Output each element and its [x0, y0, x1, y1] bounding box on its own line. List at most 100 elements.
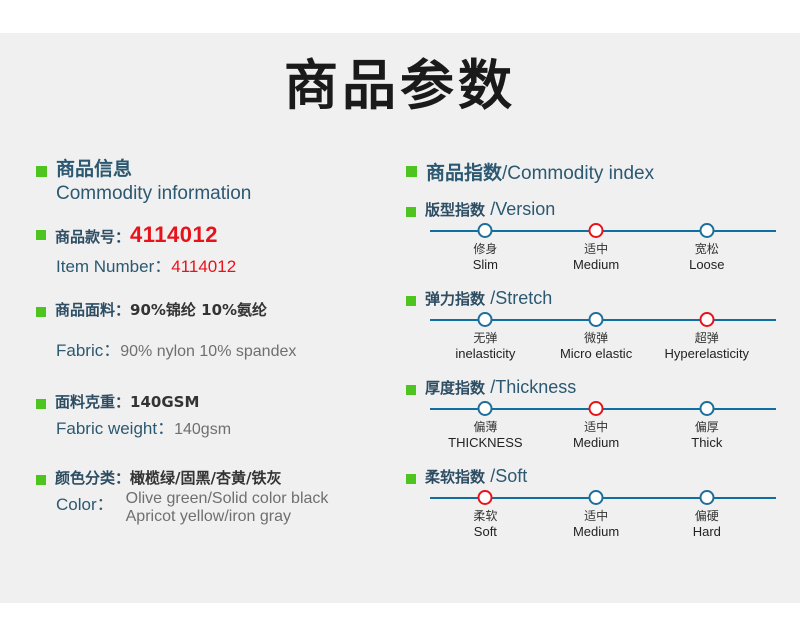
version-tick-0: 修身 Slim	[473, 242, 498, 273]
thickness-tick-0: 偏薄 THICKNESS	[448, 420, 522, 451]
commodity-information-heading: 商品信息 Commodity information	[36, 158, 396, 206]
soft-dot-0[interactable]	[477, 490, 493, 505]
tick-label-cn: 适中	[584, 509, 609, 523]
fabric-weight-value-cn: 140GSM	[130, 393, 200, 412]
thickness-dot-0[interactable]	[477, 401, 493, 416]
index-name-en: /Thickness	[490, 377, 577, 397]
thickness-scale[interactable]	[430, 398, 776, 420]
tick-label-en: inelasticity	[455, 346, 516, 361]
version-dot-0[interactable]	[477, 223, 493, 238]
tick-label-en: Hard	[692, 524, 721, 539]
fabric-value-cn: 90%锦纶 10%氨纶	[130, 301, 268, 320]
fabric-weight-label-cn: 面料克重：	[55, 393, 131, 412]
item-number-label-en: Item Number：	[56, 257, 172, 277]
tick-label-en: Slim	[472, 257, 498, 272]
soft-tick-2: 偏硬 Hard	[693, 509, 721, 540]
version-dot-1[interactable]	[588, 223, 604, 238]
index-soft: 柔软指数 /Soft 柔软 Soft 适中	[406, 466, 786, 547]
index-section-title-cn: 商品指数	[426, 162, 503, 184]
tick-label-cn: 偏薄	[473, 420, 498, 434]
bullet-icon	[36, 230, 46, 241]
tick-label-en: Thick	[691, 435, 723, 450]
fabric-weight-value-en: 140gsm	[174, 421, 232, 439]
fabric-weight-label-en: Fabric weight：	[56, 419, 175, 439]
tick-label-en: Medium	[572, 257, 620, 272]
stretch-tick-2: 超弹 Hyperelasticity	[665, 331, 750, 362]
version-scale[interactable]	[430, 220, 776, 242]
tick-label-en: THICKNESS	[448, 435, 523, 450]
commodity-information-column: 商品信息 Commodity information 商品款号：4114012 …	[36, 158, 396, 542]
color-label-cn: 颜色分类：	[55, 469, 131, 488]
soft-dot-1[interactable]	[588, 490, 604, 505]
fabric-label-en: Fabric：	[56, 341, 121, 361]
bullet-icon	[406, 166, 417, 177]
stretch-dot-1[interactable]	[588, 312, 604, 327]
index-name-en: /Stretch	[490, 288, 553, 308]
tick-label-cn: 微弹	[584, 331, 609, 345]
tick-label-en: Medium	[572, 435, 620, 450]
tick-label-cn: 偏厚	[694, 420, 719, 434]
spec-sheet: 商品参数 商品信息 Commodity information 商品款号：411…	[0, 33, 800, 603]
color-value-cn: 橄榄绿/固黑/杏黄/铁灰	[130, 469, 282, 488]
index-name-cn: 弹力指数	[425, 290, 486, 308]
spec-item-item-number: 商品款号：4114012 Item Number：4114012	[36, 222, 396, 277]
item-number-value-cn: 4114012	[130, 222, 218, 248]
tick-label-en: Medium	[572, 524, 620, 539]
item-number-value-en: 4114012	[171, 257, 237, 277]
stretch-tick-1: 微弹 Micro elastic	[560, 331, 632, 362]
fabric-label-cn: 商品面料：	[55, 301, 131, 320]
soft-tick-0: 柔软 Soft	[473, 509, 497, 540]
stretch-dot-2[interactable]	[699, 312, 715, 327]
index-thickness: 厚度指数 /Thickness 偏薄 THICKNESS	[406, 377, 786, 458]
stretch-tick-labels: 无弹 inelasticity 微弹 Micro elastic 超弹 Hype…	[430, 331, 776, 369]
thickness-tick-labels: 偏薄 THICKNESS 适中 Medium 偏厚 Thick	[430, 420, 776, 458]
bullet-icon	[36, 307, 46, 318]
bullet-icon	[36, 166, 47, 177]
tick-label-cn: 修身	[473, 242, 498, 256]
section-title-cn: 商品信息	[56, 158, 133, 180]
tick-label-cn: 适中	[584, 420, 609, 434]
commodity-index-heading: 商品指数/Commodity index	[406, 158, 786, 185]
bullet-icon	[406, 474, 416, 484]
index-name-en: /Version	[490, 199, 556, 219]
bullet-icon	[36, 399, 46, 410]
spec-item-color: 颜色分类：橄榄绿/固黑/杏黄/铁灰 Color： Olive green/Sol…	[36, 467, 396, 526]
stretch-scale[interactable]	[430, 309, 776, 331]
stretch-dot-0[interactable]	[477, 312, 493, 327]
thickness-tick-1: 适中 Medium	[573, 420, 619, 451]
index-name-cn: 版型指数	[425, 201, 486, 219]
version-tick-labels: 修身 Slim 适中 Medium 宽松 Loose	[430, 242, 776, 280]
tick-label-en: Loose	[689, 257, 725, 272]
color-value-en-line1: Olive green/Solid color black	[125, 490, 329, 508]
tick-label-cn: 超弹	[694, 331, 719, 345]
version-dot-2[interactable]	[699, 223, 715, 238]
color-value-en-line2: Apricot yellow/iron gray	[125, 508, 292, 526]
fabric-value-en: 90% nylon 10% spandex	[120, 343, 297, 361]
thickness-dot-2[interactable]	[699, 401, 715, 416]
soft-tick-labels: 柔软 Soft 适中 Medium 偏硬 Hard	[430, 509, 776, 547]
tick-label-cn: 柔软	[473, 509, 498, 523]
index-section-title-en: /Commodity index	[502, 163, 655, 184]
tick-label-en: Micro elastic	[559, 346, 633, 361]
spec-item-fabric-weight: 面料克重：140GSM Fabric weight：140gsm	[36, 391, 396, 439]
color-label-en: Color：	[56, 495, 114, 515]
item-number-label-cn: 商品款号：	[55, 228, 131, 247]
bullet-icon	[406, 385, 416, 395]
thickness-tick-2: 偏厚 Thick	[691, 420, 722, 451]
soft-scale[interactable]	[430, 487, 776, 509]
bullet-icon	[406, 207, 416, 217]
soft-tick-1: 适中 Medium	[573, 509, 619, 540]
tick-label-en: Soft	[473, 524, 497, 539]
soft-dot-2[interactable]	[699, 490, 715, 505]
tick-label-cn: 宽松	[694, 242, 719, 256]
version-tick-2: 宽松 Loose	[689, 242, 724, 273]
bullet-icon	[406, 296, 416, 306]
version-tick-1: 适中 Medium	[573, 242, 619, 273]
index-name-cn: 厚度指数	[425, 379, 486, 397]
thickness-dot-1[interactable]	[588, 401, 604, 416]
commodity-index-column: 商品指数/Commodity index 版型指数 /Version	[406, 158, 786, 555]
page-title: 商品参数	[284, 54, 516, 117]
stretch-tick-0: 无弹 inelasticity	[455, 331, 515, 362]
index-version: 版型指数 /Version 修身 Slim 适中	[406, 199, 786, 280]
bullet-icon	[36, 475, 46, 486]
